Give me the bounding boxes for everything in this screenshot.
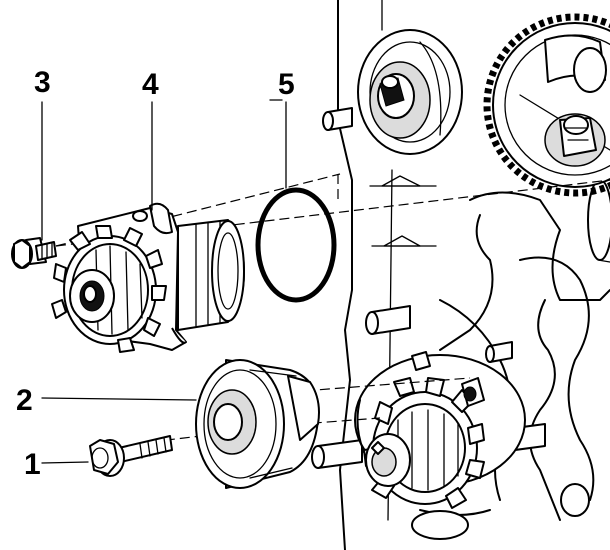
callouts: 1 2 3 4 5 <box>16 66 295 481</box>
long-bolt <box>89 435 173 477</box>
camshaft-sprocket <box>483 13 610 197</box>
crank-bolt <box>461 377 485 407</box>
leader-1 <box>41 461 89 464</box>
timing-mark-upper <box>381 175 421 187</box>
callout-3: 3 <box>34 66 51 99</box>
idler-pulley <box>357 29 463 155</box>
callout-4: 4 <box>142 68 159 101</box>
crankshaft-sprocket <box>354 351 526 509</box>
callout-2: 2 <box>16 384 33 417</box>
callout-1: 1 <box>24 448 41 481</box>
crank-nut <box>411 351 431 371</box>
tensioner-pulley <box>195 359 320 489</box>
water-pump <box>51 202 245 353</box>
o-ring <box>255 187 337 303</box>
stud-middle <box>365 305 411 335</box>
stud-upper <box>322 107 353 131</box>
leader-lines <box>41 99 287 464</box>
small-bolt <box>11 237 57 269</box>
stud-lower <box>311 439 363 469</box>
pump-sprocket <box>51 225 167 353</box>
stud-small <box>485 341 513 363</box>
callout-5: 5 <box>278 68 295 101</box>
leader-2 <box>41 397 197 401</box>
timing-mark-lower <box>383 235 421 247</box>
